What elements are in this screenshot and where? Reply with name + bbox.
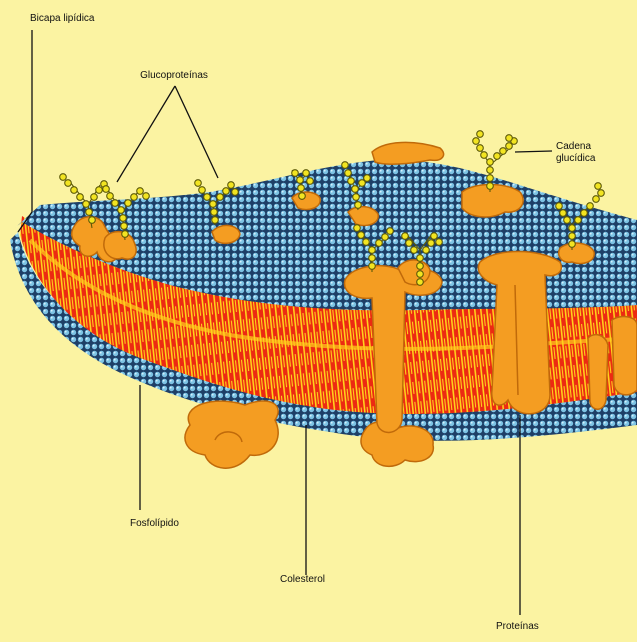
- label-proteins: Proteínas: [496, 621, 539, 632]
- label-glycoproteins: Glucoproteínas: [140, 70, 208, 81]
- label-cholesterol: Colesterol: [280, 574, 325, 585]
- label-phospholipid: Fosfolípido: [130, 518, 179, 529]
- label-lipid-bilayer: Bicapa lipídica: [30, 13, 95, 24]
- label-glycan-chain-line2: glucídica: [556, 153, 596, 164]
- lower-protein-left: [185, 401, 278, 468]
- label-glycan-chain-line1: Cadena: [556, 141, 591, 152]
